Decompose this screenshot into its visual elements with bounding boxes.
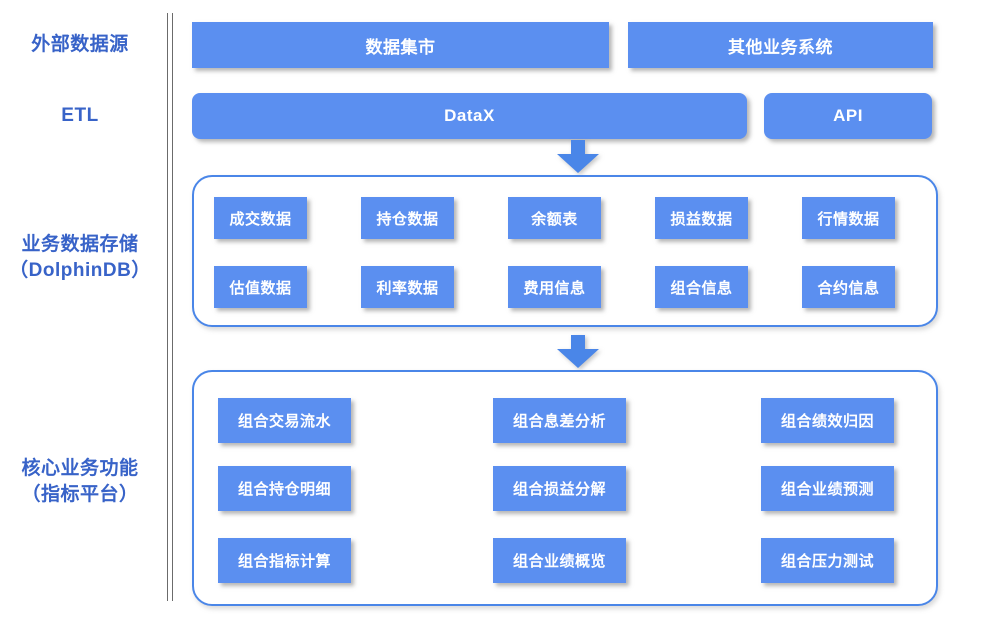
vertical-divider-line-right [172,13,173,601]
box-portfolio-performance-forecast[interactable]: 组合业绩预测 [761,466,894,511]
box-market-data[interactable]: 行情数据 [802,197,895,239]
row-label-external-data-source: 外部数据源 [31,34,129,55]
row-label-etl: ETL [61,105,99,126]
box-valuation-data[interactable]: 估值数据 [214,266,307,308]
box-datax[interactable]: DataX [192,93,747,139]
box-portfolio-info[interactable]: 组合信息 [655,266,748,308]
box-pnl-data[interactable]: 损益数据 [655,197,748,239]
box-portfolio-performance-attribution[interactable]: 组合绩效归因 [761,398,894,443]
row-label-core-business-function: 核心业务功能 （指标平台） [21,458,139,505]
arrow-etl-to-storage-icon [556,140,600,174]
box-portfolio-trade-flow[interactable]: 组合交易流水 [218,398,351,443]
box-portfolio-pnl-decomposition[interactable]: 组合损益分解 [493,466,626,511]
box-portfolio-metric-calculation[interactable]: 组合指标计算 [218,538,351,583]
box-portfolio-spread-analysis[interactable]: 组合息差分析 [493,398,626,443]
box-portfolio-performance-overview[interactable]: 组合业绩概览 [493,538,626,583]
box-data-mart[interactable]: 数据集市 [192,22,609,68]
box-position-data[interactable]: 持仓数据 [361,197,454,239]
box-interest-rate-data[interactable]: 利率数据 [361,266,454,308]
box-portfolio-position-detail[interactable]: 组合持仓明细 [218,466,351,511]
arrow-storage-to-function-icon [556,335,600,369]
box-other-business-systems[interactable]: 其他业务系统 [628,22,933,68]
box-balance-sheet[interactable]: 余额表 [508,197,601,239]
box-fee-info[interactable]: 费用信息 [508,266,601,308]
box-portfolio-stress-test[interactable]: 组合压力测试 [761,538,894,583]
box-trade-data[interactable]: 成交数据 [214,197,307,239]
box-contract-info[interactable]: 合约信息 [802,266,895,308]
box-api[interactable]: API [764,93,932,139]
vertical-divider-line-left [167,13,168,601]
row-label-business-data-storage: 业务数据存储 （DolphinDB） [9,234,151,281]
